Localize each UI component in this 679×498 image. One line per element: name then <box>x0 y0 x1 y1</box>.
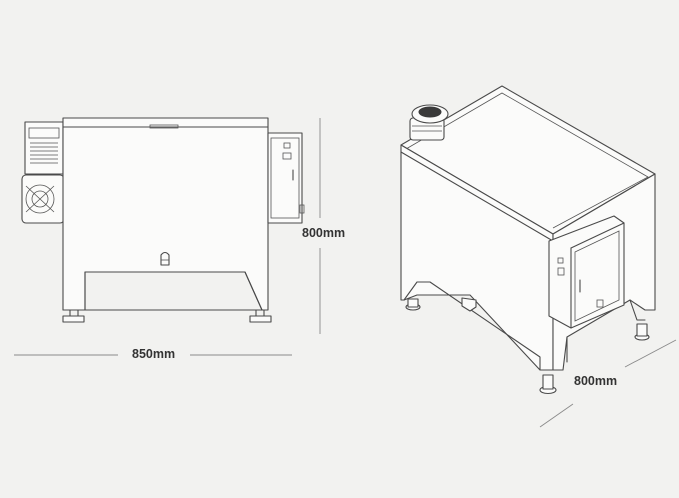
iso-motor-vent <box>418 106 442 118</box>
drain-valve <box>160 251 170 266</box>
iso-base-arch <box>403 281 541 371</box>
iso-control-box-top-edge <box>570 222 625 249</box>
control-box <box>267 132 303 224</box>
gearbox-flange <box>25 184 55 214</box>
front-view <box>21 117 305 323</box>
width-dimension-label: 850mm <box>132 347 176 361</box>
iso-lock <box>596 299 604 308</box>
iso-motor <box>409 104 449 141</box>
right-foot <box>249 315 272 323</box>
motor-housing <box>24 121 64 175</box>
iso-dimensions <box>539 339 677 428</box>
depth-dimension-label: 800mm <box>574 374 618 388</box>
control-box-door <box>270 137 300 219</box>
left-foot <box>62 315 85 323</box>
height-dimension-label: 800mm <box>302 226 346 240</box>
front-dimensions <box>14 118 321 356</box>
base-frame <box>62 271 263 311</box>
control-switch <box>282 152 292 160</box>
depth-dimension-line-top <box>624 339 677 368</box>
isometric-view <box>400 85 656 395</box>
iso-lid-inner-edge <box>405 92 649 229</box>
iso-base-arch-right <box>629 299 646 321</box>
motor-top-cover <box>28 127 60 139</box>
gearbox-detail <box>25 185 55 213</box>
gearbox <box>21 174 65 224</box>
iso-control-door <box>574 230 620 322</box>
iso-leg-front <box>542 374 554 390</box>
iso-drain-valve <box>461 297 477 312</box>
indicator-light <box>283 142 291 149</box>
depth-dimension-line-bottom <box>539 403 574 428</box>
base-opening <box>84 271 263 311</box>
iso-control-box <box>548 215 625 329</box>
motor-assembly <box>21 121 65 224</box>
lid-handle <box>149 124 179 129</box>
control-box-hinge <box>299 204 305 214</box>
iso-leg-right <box>636 323 648 337</box>
iso-lid-seam <box>400 151 554 242</box>
iso-leg-left <box>407 298 419 308</box>
iso-indicator-light <box>557 257 564 264</box>
gearbox-shaft <box>31 190 49 208</box>
iso-control-switch <box>557 267 565 276</box>
